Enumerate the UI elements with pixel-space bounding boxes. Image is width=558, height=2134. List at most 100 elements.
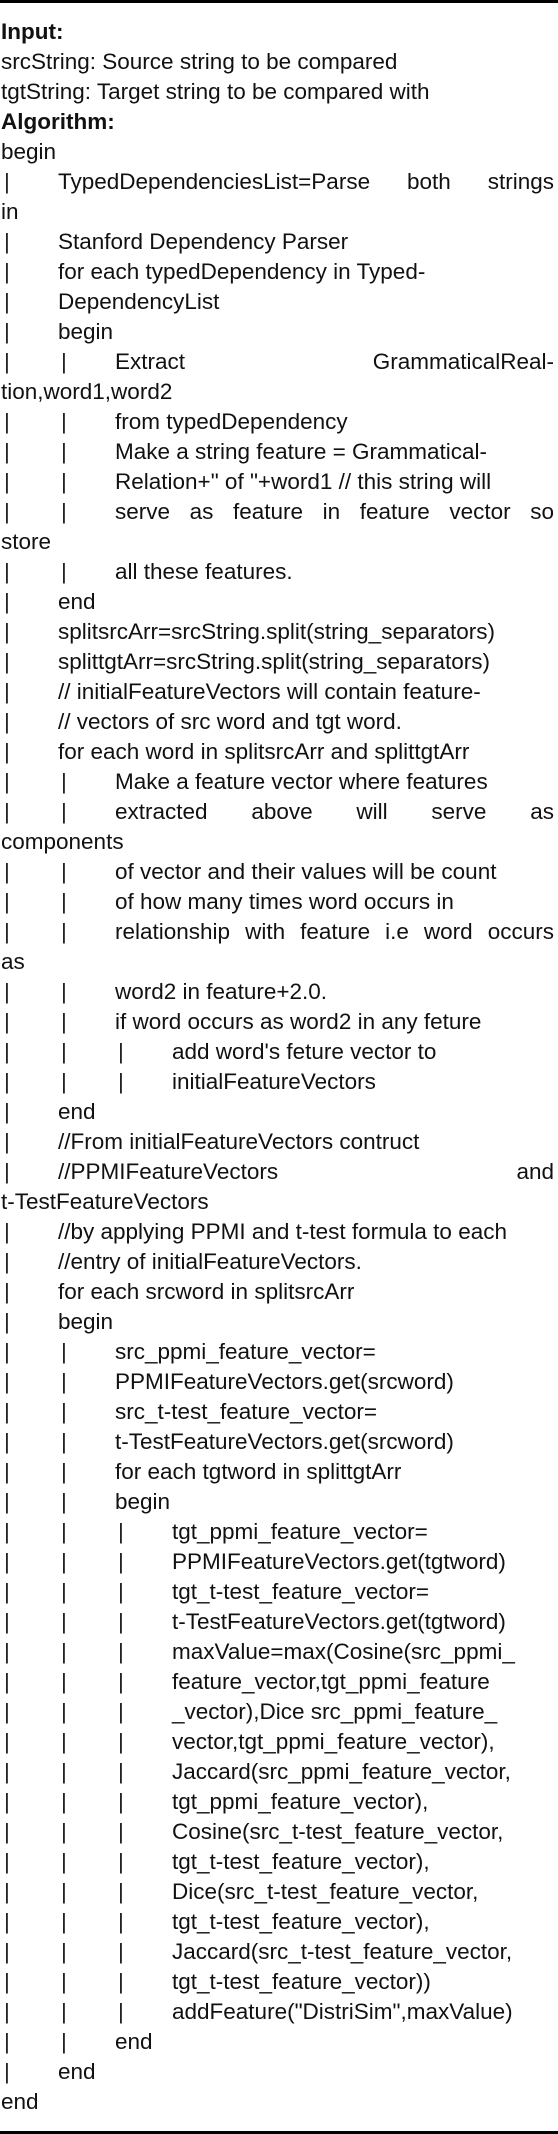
algorithm-line-text: begin (58, 319, 114, 344)
indent-bar: | (118, 1999, 124, 2024)
indent-bar: | (4, 1669, 10, 1694)
indent-bar: | (4, 1459, 10, 1484)
indent-bar: | (118, 1969, 124, 1994)
algorithm-line-text: tgt_ppmi_feature_vector= (172, 1519, 428, 1544)
indent-bar: | (4, 1699, 10, 1724)
algorithm-line: store (0, 527, 558, 557)
indent-bar: | (61, 1069, 67, 1094)
algorithm-line: |||tgt_ppmi_feature_vector), (0, 1787, 558, 1817)
algorithm-line: ||word2 in feature+2.0. (0, 977, 558, 1007)
algorithm-line: |||t-TestFeatureVectors.get(tgtword) (0, 1607, 558, 1637)
indent-bar: | (61, 499, 67, 524)
indent-bar: | (4, 1339, 10, 1364)
algorithm-line: |splitsrcArr=srcString.split(string_sepa… (0, 617, 558, 647)
algorithm-line: |for each typedDependency in Typed- (0, 257, 558, 287)
indent-bar: | (4, 169, 10, 194)
indent-bar: | (4, 1039, 10, 1064)
indent-bar: | (4, 1219, 10, 1244)
indent-bar: | (61, 1429, 67, 1454)
indent-bar: | (4, 589, 10, 614)
algorithm-line: |||feature_vector,tgt_ppmi_feature (0, 1667, 558, 1697)
indent-bar: | (4, 1639, 10, 1664)
indent-bar: | (4, 859, 10, 884)
indent-bar: | (118, 1039, 124, 1064)
algorithm-line: |||Cosine(src_t-test_feature_vector, (0, 1817, 558, 1847)
algorithm-line-text: tgt_t-test_feature_vector), (172, 1849, 430, 1874)
algorithm-line-text: src_ppmi_feature_vector= (115, 1339, 376, 1364)
algorithm-line: Algorithm: (0, 107, 558, 137)
indent-bar: | (118, 1639, 124, 1664)
indent-bar: | (61, 1969, 67, 1994)
algorithm-line-text: vector,tgt_ppmi_feature_vector), (172, 1729, 495, 1754)
algorithm-line: ||src_t-test_feature_vector= (0, 1397, 558, 1427)
algorithm-line: tgtString: Target string to be compared … (0, 77, 558, 107)
algorithm-line-text: Algorithm: (1, 109, 115, 134)
algorithm-line-text: end (58, 2059, 96, 2084)
algorithm-line: tion,word1,word2 (0, 377, 558, 407)
indent-bar: | (4, 649, 10, 674)
algorithm-line-text: t-TestFeatureVectors (1, 1189, 209, 1214)
algorithm-line: |Stanford Dependency Parser (0, 227, 558, 257)
algorithm-line-text: begin (115, 1489, 171, 1514)
algorithm-line: |||PPMIFeatureVectors.get(tgtword) (0, 1547, 558, 1577)
indent-bar: | (61, 1549, 67, 1574)
algorithm-line: ||begin (0, 1487, 558, 1517)
algorithm-line: in (0, 197, 558, 227)
algorithm-line: |||Dice(src_t-test_feature_vector, (0, 1877, 558, 1907)
algorithm-line-text: as (1, 949, 25, 974)
indent-bar: | (118, 1879, 124, 1904)
indent-bar: | (61, 1759, 67, 1784)
algorithm-line: ||Make a string feature = Grammatical- (0, 437, 558, 467)
algorithm-line: |for each word in splitsrcArr and splitt… (0, 737, 558, 767)
indent-bar: | (118, 1909, 124, 1934)
indent-bar: | (61, 799, 67, 824)
algorithm-line: as (0, 947, 558, 977)
indent-bar: | (61, 1519, 67, 1544)
indent-bar: | (61, 1609, 67, 1634)
algorithm-line: ||from typedDependency (0, 407, 558, 437)
indent-bar: | (118, 1759, 124, 1784)
algorithm-line-text: for each tgtword in splittgtArr (115, 1459, 402, 1484)
algorithm-line: |end (0, 587, 558, 617)
indent-bar: | (61, 1579, 67, 1604)
algorithm-line-text: splittgtArr=srcString.split(string_separ… (58, 649, 491, 674)
indent-bar: | (4, 1099, 10, 1124)
algorithm-line-text: for each srcword in splitsrcArr (58, 1279, 355, 1304)
algorithm-line-text: components (1, 829, 124, 854)
indent-bar: | (4, 1819, 10, 1844)
algorithm-line-text: _vector),Dice src_ppmi_feature_ (172, 1699, 498, 1724)
indent-bar: | (61, 1939, 67, 1964)
algorithm-line-text: if word occurs as word2 in any feture (115, 1009, 482, 1034)
algorithm-line-text: Cosine(src_t-test_feature_vector, (172, 1819, 504, 1844)
indent-bar: | (4, 1939, 10, 1964)
algorithm-line-text: for each typedDependency in Typed- (58, 259, 426, 284)
algorithm-line-text: Jaccard(src_t-test_feature_vector, (172, 1939, 513, 1964)
algorithm-line: |||tgt_t-test_feature_vector), (0, 1847, 558, 1877)
indent-bar: | (61, 1879, 67, 1904)
algorithm-line-text: Jaccard(src_ppmi_feature_vector, (172, 1759, 511, 1784)
indent-bar: | (4, 319, 10, 344)
indent-bar: | (4, 919, 10, 944)
indent-bar: | (61, 469, 67, 494)
indent-bar: | (4, 1759, 10, 1784)
indent-bar: | (118, 1609, 124, 1634)
indent-bar: | (4, 1549, 10, 1574)
indent-bar: | (4, 1249, 10, 1274)
algorithm-line-text: Input: (1, 19, 64, 44)
algorithm-line: | begin (0, 317, 558, 347)
algorithm-line-text: add word's feture vector to (172, 1039, 437, 1064)
indent-bar: | (4, 1399, 10, 1424)
algorithm-line-text: tgt_t-test_feature_vector= (172, 1579, 430, 1604)
algorithm-line: ||PPMIFeatureVectors.get(srcword) (0, 1367, 558, 1397)
algorithm-line-text: //entry of initialFeatureVectors. (58, 1249, 362, 1274)
algorithm-line-text: tgt_t-test_feature_vector), (172, 1909, 430, 1934)
indent-bar: | (118, 1699, 124, 1724)
